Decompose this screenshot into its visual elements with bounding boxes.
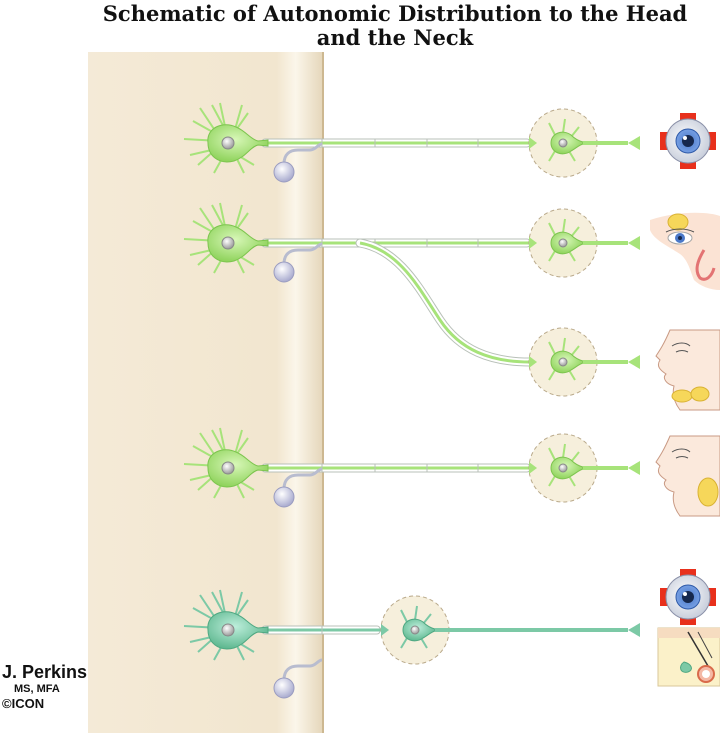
branch-axon <box>355 238 535 367</box>
eye-icon <box>660 569 716 625</box>
publisher-logo: ©ICON <box>2 696 45 711</box>
eye-pathway <box>183 102 716 183</box>
postganglionic-axon <box>583 136 640 150</box>
parotid-pathway <box>183 427 720 517</box>
sensory-neuron <box>273 658 323 699</box>
diagram-title: Schematic of Autonomic Distribution to t… <box>102 1 688 50</box>
salivary-pathway <box>528 327 720 411</box>
postganglionic-axon <box>583 236 640 250</box>
salivary-gland-face-icon <box>655 329 720 411</box>
author-name: J. Perkins <box>2 662 88 682</box>
skin-gland-icon <box>657 627 720 687</box>
ganglion <box>528 108 598 178</box>
motor-neuron-cell <box>183 589 269 661</box>
preganglionic-axon <box>261 238 531 248</box>
sensory-neuron <box>273 467 323 508</box>
motor-neuron-cell <box>183 102 269 174</box>
parotid-gland-face-icon <box>655 435 720 517</box>
motor-neuron-cell <box>183 202 269 274</box>
eye-icon <box>660 113 716 169</box>
postganglionic-axon <box>583 355 640 369</box>
sensory-neuron <box>273 142 323 183</box>
preganglionic-axon <box>261 463 531 473</box>
ganglion <box>528 433 598 503</box>
ganglion <box>528 208 598 278</box>
preganglionic-axon <box>261 625 385 635</box>
ganglion <box>380 595 450 665</box>
sympathetic-pathway <box>183 569 720 699</box>
author-credit: J. Perkins MS, MFA ©ICON <box>2 662 87 712</box>
lacrimal-pathway <box>183 202 720 367</box>
sensory-neuron <box>273 242 323 283</box>
author-degree: MS, MFA <box>14 683 60 695</box>
preganglionic-axon <box>261 138 531 148</box>
postganglionic-axon <box>583 461 640 475</box>
lacrimal-gland-face-icon <box>650 212 720 290</box>
postganglionic-axon <box>435 623 640 637</box>
motor-neuron-cell <box>183 427 269 499</box>
